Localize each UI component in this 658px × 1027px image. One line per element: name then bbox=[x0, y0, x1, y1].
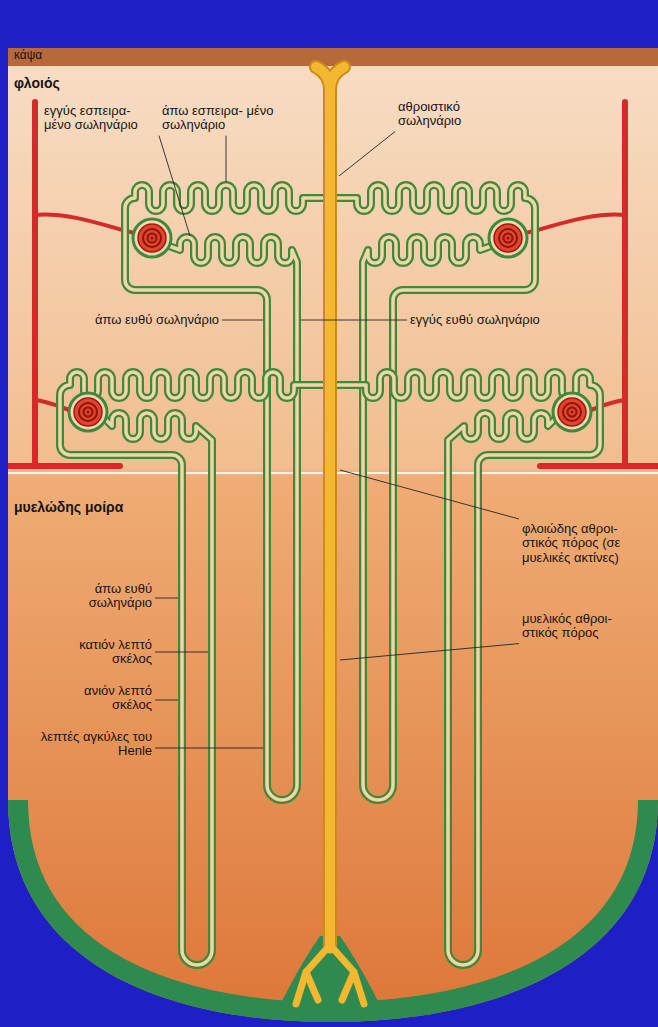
leader-line bbox=[340, 644, 519, 660]
part-label: άπω ευθύ σωληνάριο bbox=[52, 582, 152, 611]
part-label: αθροιστικό σωληνάριο bbox=[398, 100, 498, 129]
label-position: άπω ευθύ σωληνάριο bbox=[52, 582, 152, 611]
collecting-duct bbox=[296, 67, 364, 1004]
leader-line bbox=[155, 700, 178, 701]
label-position: άπω ευθύ σωληνάριο bbox=[95, 313, 219, 327]
part-label: φλοιώδης αθροι- στικός πόρος (σε μυελικέ… bbox=[522, 522, 634, 565]
part-label: μυελικός αθροι- στικός πόρος bbox=[522, 612, 634, 641]
label-position: λεπτές αγκύλες του Henle bbox=[40, 730, 152, 759]
capsule-band bbox=[0, 48, 658, 66]
label-position: μυελώδης μοίρα bbox=[14, 500, 123, 515]
leader-line bbox=[159, 136, 190, 236]
label-position: άπω εσπειρα- μένο σωληνάριο bbox=[162, 104, 274, 133]
part-label: κατιόν λεπτό σκέλος bbox=[52, 638, 152, 667]
leader-line bbox=[155, 748, 263, 749]
collecting-duct-wall bbox=[316, 67, 344, 945]
region-label: μυελώδης μοίρα bbox=[14, 500, 123, 515]
part-label: κάψα bbox=[14, 49, 42, 62]
label-position: κατιόν λεπτό σκέλος bbox=[52, 638, 152, 667]
leader-line bbox=[339, 132, 395, 176]
nephrons-mirrored bbox=[336, 102, 658, 965]
label-position: κάψα bbox=[14, 49, 42, 62]
leader-line bbox=[222, 320, 263, 321]
label-position: μυελικός αθροι- στικός πόρος bbox=[522, 612, 634, 641]
leader-line bbox=[155, 652, 208, 653]
leader-line bbox=[301, 320, 407, 321]
kidney-section bbox=[0, 40, 658, 1027]
region-label: φλοιός bbox=[14, 76, 60, 91]
part-label: άπω ευθύ σωληνάριο bbox=[95, 313, 219, 327]
label-position: ανιόν λεπτό σκέλος bbox=[52, 684, 152, 713]
label-position: φλοιώδης αθροι- στικός πόρος (σε μυελικέ… bbox=[522, 522, 634, 565]
part-label: άπω εσπειρα- μένο σωληνάριο bbox=[162, 104, 274, 133]
part-label: ανιόν λεπτό σκέλος bbox=[52, 684, 152, 713]
leader-line bbox=[340, 470, 519, 519]
leader-line bbox=[155, 598, 178, 599]
papilla bbox=[272, 936, 388, 1022]
label-position: εγγύς ευθύ σωληνάριο bbox=[410, 313, 540, 327]
papillary-ducts bbox=[296, 940, 364, 1004]
collecting-duct-lumen bbox=[316, 67, 344, 945]
label-position: φλοιός bbox=[14, 76, 60, 91]
part-label: εγγύς ευθύ σωληνάριο bbox=[410, 313, 540, 327]
nephrons-right bbox=[336, 102, 658, 965]
label-position: αθροιστικό σωληνάριο bbox=[398, 100, 498, 129]
nephrons-left bbox=[0, 102, 324, 965]
leader-line bbox=[226, 136, 227, 182]
tissue-ground bbox=[0, 40, 658, 1027]
part-label: εγγύς εσπειρα- μένο σωληνάριο bbox=[44, 104, 156, 133]
label-position: εγγύς εσπειρα- μένο σωληνάριο bbox=[44, 104, 156, 133]
part-label: λεπτές αγκύλες του Henle bbox=[40, 730, 152, 759]
